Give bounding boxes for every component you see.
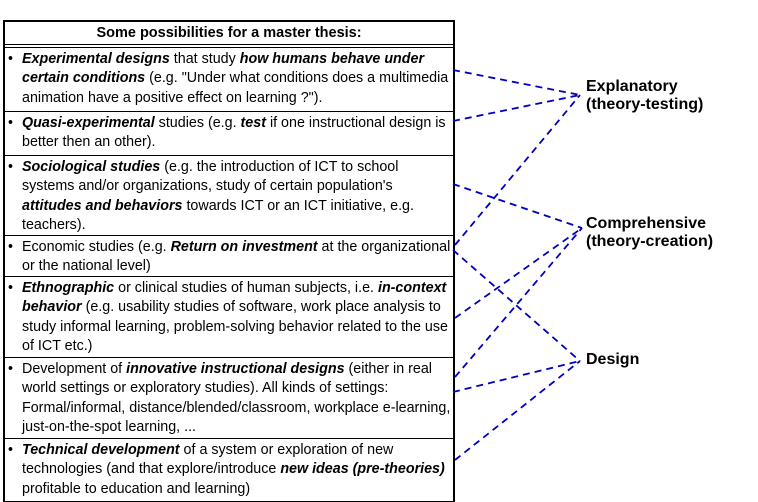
row-text: or clinical studies of human subjects, i… <box>114 280 378 296</box>
table-row: • Development of innovative instructional… <box>5 358 453 439</box>
table-row: • Sociological studies (e.g. the introduc… <box>5 156 453 236</box>
row-text: (e.g. "Under what conditions does a mult… <box>22 70 449 106</box>
row-text: (either in real world settings or explor… <box>22 361 451 435</box>
emphasis-text: new ideas (pre-theories) <box>280 461 445 478</box>
row-text: (e.g. usability studies of software, wor… <box>22 299 448 354</box>
bullet: • <box>8 239 14 255</box>
emphasis-text: in-context behavior <box>22 280 447 316</box>
table-row: • Technical development of a system or ex… <box>5 439 453 502</box>
row-text: Development of <box>22 361 127 377</box>
connector-line <box>452 69 581 96</box>
table-row: • Ethnographic or clinical studies of hum… <box>5 277 453 358</box>
row-text: Economic studies (e.g. <box>22 239 171 255</box>
emphasis-text: Quasi-experimental <box>22 115 155 131</box>
row-text: at the organizational or the national le… <box>22 239 451 275</box>
emphasis-text: Sociological studies <box>22 159 161 175</box>
row-text: (e.g. the introduction of ICT to school … <box>22 159 399 195</box>
thesis-possibilities-table: Some possibilities for a master thesis: … <box>3 20 455 502</box>
bullet: • <box>8 115 14 131</box>
connector-line <box>452 249 581 362</box>
bullet: • <box>8 361 14 377</box>
category-label: Explanatory <box>586 78 678 95</box>
row-text: of a system or exploration of new techno… <box>22 442 394 478</box>
connector-line <box>452 94 581 122</box>
emphasis-text: innovative instructional designs <box>126 361 345 377</box>
category-label: Design <box>586 351 640 368</box>
emphasis-text: Return on investment <box>170 239 318 255</box>
bullet: • <box>8 442 14 458</box>
table-row: • Quasi-experimental studies (e.g. test i… <box>5 112 453 156</box>
bullet: • <box>8 51 14 67</box>
table-title: Some possibilities for a master thesis: <box>5 22 453 48</box>
bullet: • <box>8 159 14 175</box>
row-text: that study <box>169 51 240 67</box>
category-sublabel: (theory-testing) <box>586 96 704 113</box>
row-text: profitable to education and learning) <box>22 480 251 497</box>
category-explanatory: Explanatory(theory-testing) <box>586 78 703 114</box>
emphasis-text: how humans behave under certain conditio… <box>22 51 425 87</box>
connector-line <box>454 227 583 319</box>
table-row: • Experimental designs that study how hum… <box>5 48 453 112</box>
category-label: Comprehensive <box>586 215 707 232</box>
category-comprehensive: Comprehensive(theory-creation) <box>586 215 713 251</box>
emphasis-text: attitudes and behaviors <box>22 197 183 214</box>
category-design: Design <box>586 351 639 369</box>
connector-line <box>454 94 581 246</box>
row-text: studies (e.g. <box>154 115 241 131</box>
connector-line <box>452 360 581 393</box>
emphasis-text: test <box>240 115 266 131</box>
emphasis-text: Experimental designs <box>22 51 170 67</box>
table-row: • Economic studies (e.g. Return on invest… <box>5 236 453 277</box>
row-text: if one instructional design is better th… <box>22 115 446 151</box>
emphasis-text: Technical development <box>22 442 180 458</box>
row-text: towards ICT or an ICT initiative, e.g. t… <box>22 197 414 233</box>
connector-line <box>454 360 581 461</box>
emphasis-text: Ethnographic <box>22 280 115 296</box>
category-sublabel: (theory-creation) <box>586 233 714 250</box>
connector-line <box>454 227 583 378</box>
bullet: • <box>8 280 14 296</box>
connector-line <box>452 183 583 229</box>
